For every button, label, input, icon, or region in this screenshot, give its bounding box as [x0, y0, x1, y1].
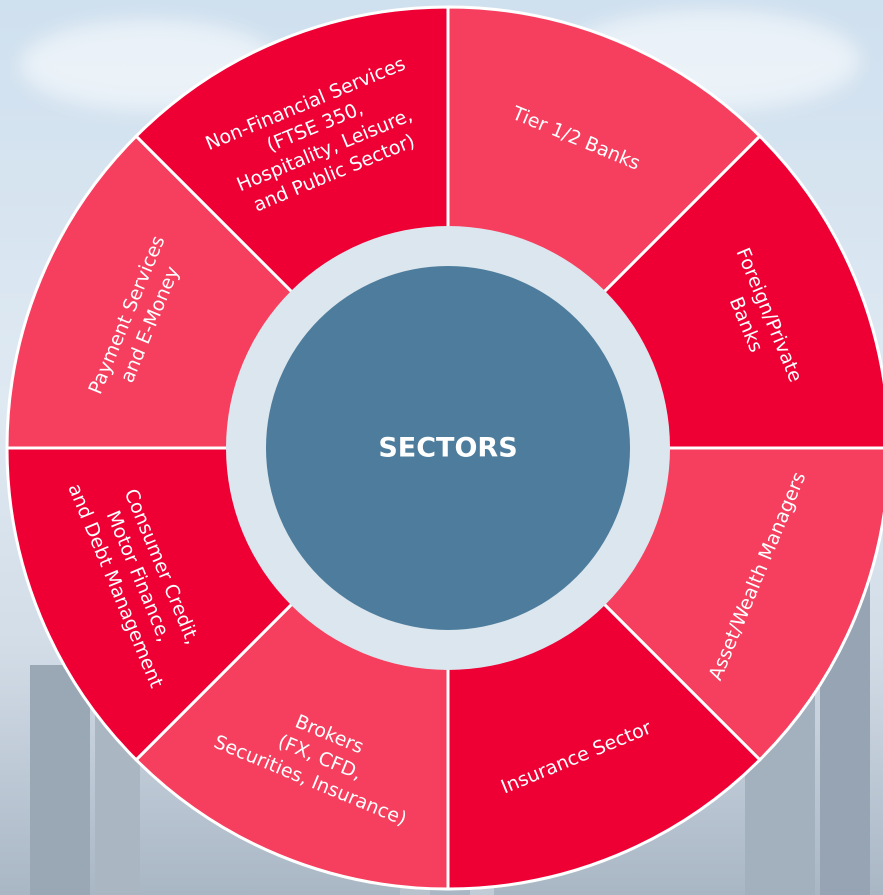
- building-shape: [30, 665, 90, 895]
- center-hub: [266, 266, 630, 630]
- center-label: SECTORS: [378, 433, 517, 464]
- segments-layer: [5, 5, 883, 891]
